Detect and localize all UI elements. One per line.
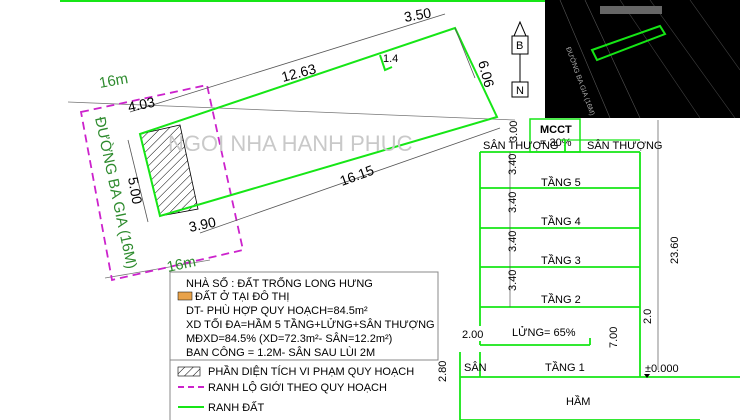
minimap-lot-marker — [590, 24, 667, 62]
dim-line-right — [454, 27, 476, 79]
compass-south-box — [511, 81, 529, 98]
floor-height-4: 3.40 — [507, 192, 519, 213]
dim-top-right-width: 3.50 — [403, 4, 433, 25]
floor-5-label: TẦNG 5 — [541, 176, 581, 189]
road-guide-line — [67, 101, 516, 121]
floor-4-label: TẦNG 4 — [541, 215, 581, 228]
roof-right-label: SÂN THƯỢNG — [587, 139, 662, 152]
compass-north-label: B — [516, 40, 523, 52]
location-minimap: ĐƯỜNG BA GIA (16M) — [545, 0, 740, 119]
roof-height: 3.00 — [508, 121, 520, 142]
lot-jog — [379, 54, 393, 72]
compass-south-label: N — [516, 85, 524, 97]
legend-box: NHÀ SỐ : ĐẤT TRỐNG LONG HƯNG ĐẤT Ở TẠI Đ… — [169, 271, 439, 420]
urban-land-swatch — [177, 291, 193, 301]
yard-height: 2.80 — [437, 361, 449, 382]
floor-3-label: TẦNG 3 — [541, 254, 581, 267]
lot-boundary — [138, 26, 499, 218]
minimap-background — [545, 0, 740, 118]
compass-arrow-icon — [513, 20, 527, 37]
ground-height: 7.00 — [608, 327, 620, 348]
dim-right-depth: 6.06 — [475, 59, 498, 90]
legend-boundary-plan: RANH LỘ GIỚI THEO QUY HOẠCH — [208, 381, 387, 394]
right-small-dim: 2.0 — [642, 309, 654, 324]
roof-left-label: SÂN THƯỢNG — [483, 139, 558, 152]
level-zero: ±0.000 — [645, 363, 679, 375]
road-width-top: 16m — [98, 70, 130, 92]
dim-front-bottom: 3.90 — [187, 214, 217, 235]
floor-height-2: 3.40 — [507, 270, 519, 291]
legend-violation: PHẦN DIỆN TÍCH VI PHẠM QUY HOẠCH — [208, 365, 414, 378]
legend-balcony: BAN CÔNG = 1.2M- SÂN SAU LÙI 2M — [186, 346, 375, 359]
dim-front-left: 5.00 — [125, 176, 146, 206]
total-height: 23.60 — [669, 236, 681, 264]
watermark: NGOI NHA HANH PHUC — [168, 131, 413, 156]
mcct-label: MCCT — [540, 124, 572, 136]
mcct-box — [529, 118, 581, 153]
minimap-building — [600, 6, 662, 14]
dim-side: 1.4 — [383, 53, 398, 65]
dim-bottom-length: 16.15 — [338, 162, 377, 189]
mezzanine-label: LỬNG= 65% — [512, 326, 576, 339]
yard-label: SÂN — [464, 361, 487, 374]
setback-dim: 2.00 — [462, 329, 483, 341]
floor-height-5: 3.40 — [507, 154, 519, 175]
legend-frame — [169, 271, 439, 361]
floor-height-3: 3.40 — [507, 231, 519, 252]
legend-boundary-land: RANH ĐẤT — [208, 401, 265, 414]
basement-label: HẦM — [566, 395, 590, 408]
dim-line-left — [127, 139, 149, 223]
legend-urban: ĐẤT Ở TẠI ĐÔ THỊ — [195, 290, 289, 303]
ground-floor-label: TẦNG 1 — [545, 361, 585, 374]
dim-front-top: 4.03 — [126, 94, 156, 115]
violation-swatch — [177, 366, 201, 377]
legend-area: DT- PHÙ HỢP QUY HOẠCH=84.5m² — [186, 304, 368, 317]
building-section: MCCT = 30% SÂN THƯỢNG SÂN THƯỢNG 3.00 TẦ… — [437, 118, 740, 420]
legend-density: MĐXD=84.5% (XD=72.3m²- SÂN=12.2m²) — [186, 332, 392, 345]
dim-line-bottom — [199, 127, 501, 234]
compass: B N — [511, 20, 529, 98]
dim-line-top — [129, 13, 446, 113]
road-guide-line — [104, 259, 211, 279]
floor-2-label: TẦNG 2 — [541, 293, 581, 306]
legend-max-build: XD TỐI ĐA=HẦM 5 TẦNG+LỬNG+SÂN THƯỢNG — [186, 317, 435, 331]
road-boundary-dashed — [79, 83, 245, 282]
road-width-bottom: 16m — [165, 253, 197, 276]
legend-title: NHÀ SỐ : ĐẤT TRỐNG LONG HƯNG — [186, 276, 373, 290]
